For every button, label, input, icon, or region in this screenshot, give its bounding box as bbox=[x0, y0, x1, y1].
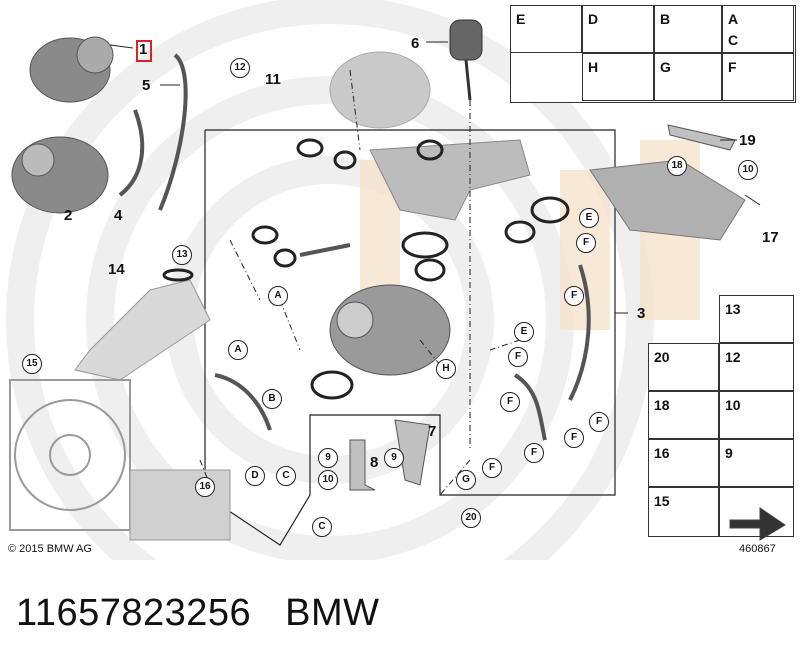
exhaust-manifold bbox=[369, 139, 531, 221]
turbocharger-top-ghost bbox=[329, 51, 431, 129]
catalytic-converter bbox=[589, 159, 746, 241]
hardware-key: 16 bbox=[654, 445, 670, 461]
hardware-key: F bbox=[728, 59, 737, 75]
hardware-cell: 15 bbox=[648, 487, 719, 537]
reference-number: 460867 bbox=[739, 543, 776, 555]
hardware-key: D bbox=[588, 11, 599, 27]
hardware-key: 18 bbox=[654, 397, 670, 413]
callout-F[interactable]: F bbox=[564, 286, 584, 306]
solid-leaders bbox=[109, 41, 761, 314]
callout-13[interactable]: 13 bbox=[172, 245, 192, 265]
hardware-key: A bbox=[728, 11, 739, 27]
turbocharger-center bbox=[329, 284, 451, 376]
callout-12[interactable]: 12 bbox=[230, 58, 250, 78]
hardware-cell: 13 bbox=[719, 295, 794, 343]
intercooler-duct bbox=[129, 469, 231, 541]
highlight-box bbox=[136, 40, 152, 62]
callout-10[interactable]: 10 bbox=[738, 160, 758, 180]
hardware-cell: H bbox=[582, 53, 654, 101]
callout-8[interactable]: 8 bbox=[370, 454, 379, 471]
callout-F[interactable]: F bbox=[589, 412, 609, 432]
gaskets bbox=[162, 138, 570, 400]
brand-name: BMW bbox=[285, 592, 380, 634]
footer: 11657823256 BMW bbox=[16, 592, 414, 635]
callout-C[interactable]: C bbox=[276, 466, 296, 486]
hardware-key: E bbox=[516, 11, 526, 27]
callout-16[interactable]: 16 bbox=[195, 477, 215, 497]
callout-7[interactable]: 7 bbox=[428, 423, 437, 440]
hardware-cell: 12 bbox=[719, 343, 794, 391]
callout-3[interactable]: 3 bbox=[637, 305, 646, 322]
callout-G[interactable]: G bbox=[456, 470, 476, 490]
brackets bbox=[349, 124, 736, 491]
oil-lines bbox=[118, 53, 591, 441]
callout-15[interactable]: 15 bbox=[22, 354, 42, 374]
hardware-cell: 10 bbox=[719, 391, 794, 439]
hardware-cell: 20 bbox=[648, 343, 719, 391]
callout-A[interactable]: A bbox=[268, 286, 288, 306]
hardware-cell: D bbox=[582, 5, 654, 53]
hardware-key: 15 bbox=[654, 493, 670, 509]
callout-F[interactable]: F bbox=[482, 458, 502, 478]
callout-F[interactable]: F bbox=[508, 347, 528, 367]
callout-14[interactable]: 14 bbox=[108, 261, 125, 278]
callout-A[interactable]: A bbox=[228, 340, 248, 360]
callout-C[interactable]: C bbox=[312, 517, 332, 537]
hardware-key: C bbox=[728, 32, 739, 48]
callout-F[interactable]: F bbox=[524, 443, 544, 463]
hardware-cell: G bbox=[654, 53, 722, 101]
hardware-cell-arrow bbox=[719, 487, 794, 537]
callout-17[interactable]: 17 bbox=[762, 229, 779, 246]
callout-2[interactable]: 2 bbox=[64, 207, 73, 224]
hardware-key: 12 bbox=[725, 349, 741, 365]
fan-shroud bbox=[9, 379, 131, 531]
callout-B[interactable]: B bbox=[262, 389, 282, 409]
hardware-cell: 16 bbox=[648, 439, 719, 487]
callout-H[interactable]: H bbox=[436, 359, 456, 379]
callout-E[interactable]: E bbox=[579, 208, 599, 228]
turbocharger-1 bbox=[29, 36, 114, 103]
hardware-key: H bbox=[588, 59, 599, 75]
callout-11[interactable]: 11 bbox=[265, 71, 281, 88]
hardware-key: G bbox=[660, 59, 671, 75]
callout-10[interactable]: 10 bbox=[318, 470, 338, 490]
callout-1[interactable]: 1 bbox=[139, 41, 148, 58]
hardware-key: 9 bbox=[725, 445, 733, 461]
hardware-key: 20 bbox=[654, 349, 670, 365]
callout-18[interactable]: 18 bbox=[667, 156, 687, 176]
callout-9[interactable]: 9 bbox=[318, 448, 338, 468]
hardware-key: 10 bbox=[725, 397, 741, 413]
callout-D[interactable]: D bbox=[245, 466, 265, 486]
callout-F[interactable]: F bbox=[564, 428, 584, 448]
hardware-key: 13 bbox=[725, 301, 741, 317]
hardware-cell: 18 bbox=[648, 391, 719, 439]
hardware-cell: 9 bbox=[719, 439, 794, 487]
callout-20[interactable]: 20 bbox=[461, 508, 481, 528]
callout-6[interactable]: 6 bbox=[411, 35, 420, 52]
turbocharger-2 bbox=[11, 136, 109, 214]
hardware-key: B bbox=[660, 11, 671, 27]
callout-E[interactable]: E bbox=[514, 322, 534, 342]
callout-19[interactable]: 19 bbox=[739, 132, 756, 149]
vacuum-actuator bbox=[449, 19, 483, 101]
callout-F[interactable]: F bbox=[576, 233, 596, 253]
hardware-cell: E bbox=[510, 5, 582, 53]
callout-5[interactable]: 5 bbox=[142, 77, 151, 94]
callout-4[interactable]: 4 bbox=[114, 207, 123, 224]
copyright-text: © 2015 BMW AG bbox=[8, 543, 92, 555]
hardware-cell: F bbox=[722, 53, 794, 101]
part-number: 11657823256 bbox=[16, 592, 252, 634]
hardware-cell: B bbox=[654, 5, 722, 53]
callout-F[interactable]: F bbox=[500, 392, 520, 412]
callout-9[interactable]: 9 bbox=[384, 448, 404, 468]
